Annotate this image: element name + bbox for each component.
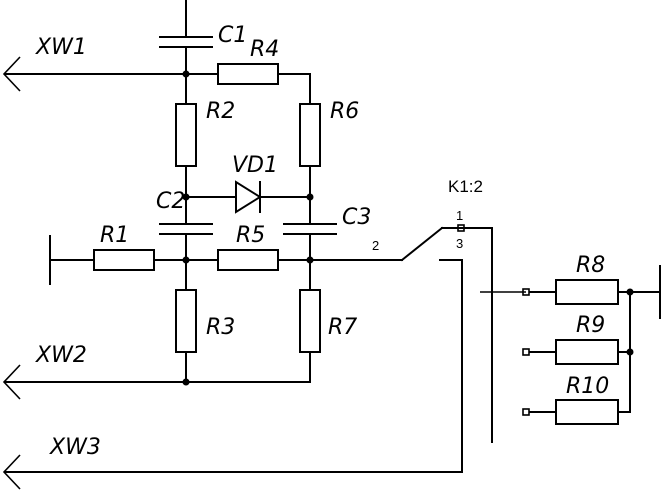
label-r10: R10	[566, 374, 609, 399]
capacitor-c2	[159, 223, 213, 235]
label-relay-pin-2: 2	[372, 238, 379, 253]
connector-xw2-arrow-icon	[2, 364, 21, 400]
label-c3: C3	[342, 205, 371, 230]
resistor-r9	[555, 339, 619, 365]
relay-pin-1-mark	[457, 224, 465, 232]
label-relay-pin-1: 1	[456, 208, 463, 223]
label-c2: C2	[156, 189, 185, 214]
resistor-r1	[93, 249, 155, 271]
resistor-r8	[555, 279, 619, 305]
resistor-r7	[299, 289, 321, 353]
label-xw3: XW3	[49, 435, 101, 460]
junction-dots	[182, 70, 634, 386]
label-r2: R2	[206, 99, 235, 124]
resistor-r10	[555, 399, 619, 425]
label-r5: R5	[236, 223, 265, 248]
label-relay-k1-2: K1:2	[448, 177, 483, 196]
label-vd1: VD1	[232, 153, 278, 178]
label-r3: R3	[206, 315, 235, 340]
terminal-r9	[522, 348, 530, 356]
label-relay-pin-3: 3	[456, 236, 463, 251]
label-r6: R6	[330, 99, 359, 124]
diode-vd1-icon	[235, 180, 262, 214]
resistor-r4	[217, 63, 279, 85]
label-r9: R9	[576, 313, 605, 338]
label-xw2: XW2	[35, 343, 87, 368]
terminal-r10	[522, 408, 530, 416]
resistor-r6	[299, 103, 321, 167]
label-r8: R8	[576, 253, 605, 278]
label-r4: R4	[250, 37, 279, 62]
connector-xw3-arrow-icon	[2, 454, 21, 490]
terminal-r8	[522, 288, 530, 296]
resistor-r3	[175, 289, 197, 353]
resistor-r5	[217, 249, 279, 271]
capacitor-c3	[283, 223, 337, 235]
label-r1: R1	[100, 223, 129, 248]
label-xw1: XW1	[35, 35, 87, 60]
label-c1: C1	[218, 23, 247, 48]
label-r7: R7	[328, 315, 357, 340]
capacitor-c1	[159, 36, 213, 48]
connector-xw1-arrow-icon	[2, 56, 21, 92]
resistor-r2	[175, 103, 197, 167]
